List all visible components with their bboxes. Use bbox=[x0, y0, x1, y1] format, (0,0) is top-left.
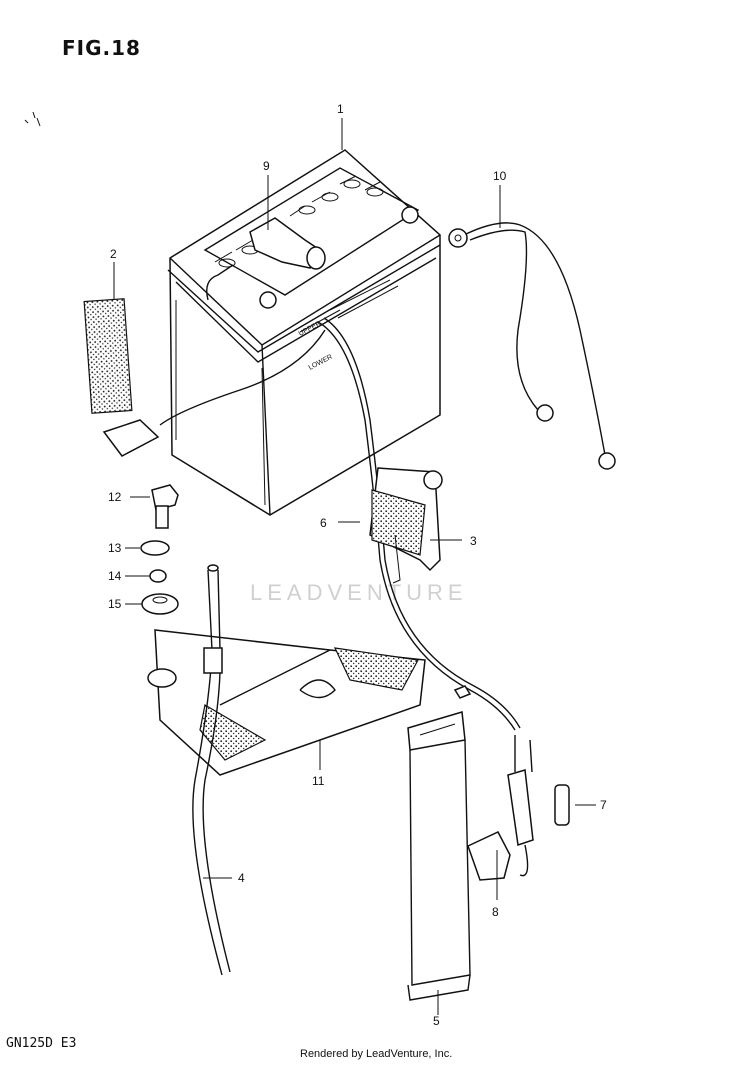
ground-lead-wire[interactable] bbox=[448, 222, 616, 470]
callout-3: 3 bbox=[470, 534, 477, 548]
watermark: LEADVENTURE bbox=[250, 580, 468, 605]
positive-lead-wire[interactable] bbox=[102, 317, 521, 731]
figure-title: FIG.18 bbox=[62, 36, 141, 60]
fuse[interactable] bbox=[554, 784, 570, 826]
rendered-by-credit: Rendered by LeadVenture, Inc. bbox=[300, 1048, 453, 1060]
battery-label[interactable] bbox=[83, 298, 133, 414]
washer[interactable] bbox=[140, 540, 170, 556]
fuse-holder[interactable] bbox=[507, 735, 534, 877]
callout-12: 12 bbox=[108, 490, 122, 504]
leader-lines bbox=[113, 118, 596, 1015]
callout-1: 1 bbox=[337, 102, 344, 116]
collar[interactable] bbox=[149, 569, 167, 583]
callout-14: 14 bbox=[108, 569, 122, 583]
fuse-holder-clamp[interactable] bbox=[467, 831, 511, 881]
callout-7: 7 bbox=[600, 798, 607, 812]
callout-2: 2 bbox=[110, 247, 117, 261]
callout-5: 5 bbox=[433, 1014, 440, 1028]
breather-hose[interactable] bbox=[192, 564, 231, 976]
callout-11: 11 bbox=[312, 774, 325, 788]
callout-15: 15 bbox=[108, 597, 122, 611]
cushion[interactable] bbox=[141, 593, 179, 615]
callout-8: 8 bbox=[492, 905, 499, 919]
callout-6: 6 bbox=[320, 516, 327, 530]
terminal-cover[interactable] bbox=[249, 217, 326, 270]
bolt[interactable] bbox=[151, 484, 179, 529]
callout-9: 9 bbox=[263, 159, 270, 173]
callout-10: 10 bbox=[493, 169, 507, 183]
model-code: GN125D E3 bbox=[6, 1036, 77, 1051]
battery-strap[interactable] bbox=[407, 711, 471, 1001]
battery[interactable]: UPPER LOWER bbox=[167, 149, 441, 516]
stray-marks bbox=[24, 111, 41, 127]
battery-holder[interactable] bbox=[147, 467, 443, 776]
bracket-pad bbox=[371, 489, 426, 556]
callout-13: 13 bbox=[108, 541, 122, 555]
callout-4: 4 bbox=[238, 871, 245, 885]
